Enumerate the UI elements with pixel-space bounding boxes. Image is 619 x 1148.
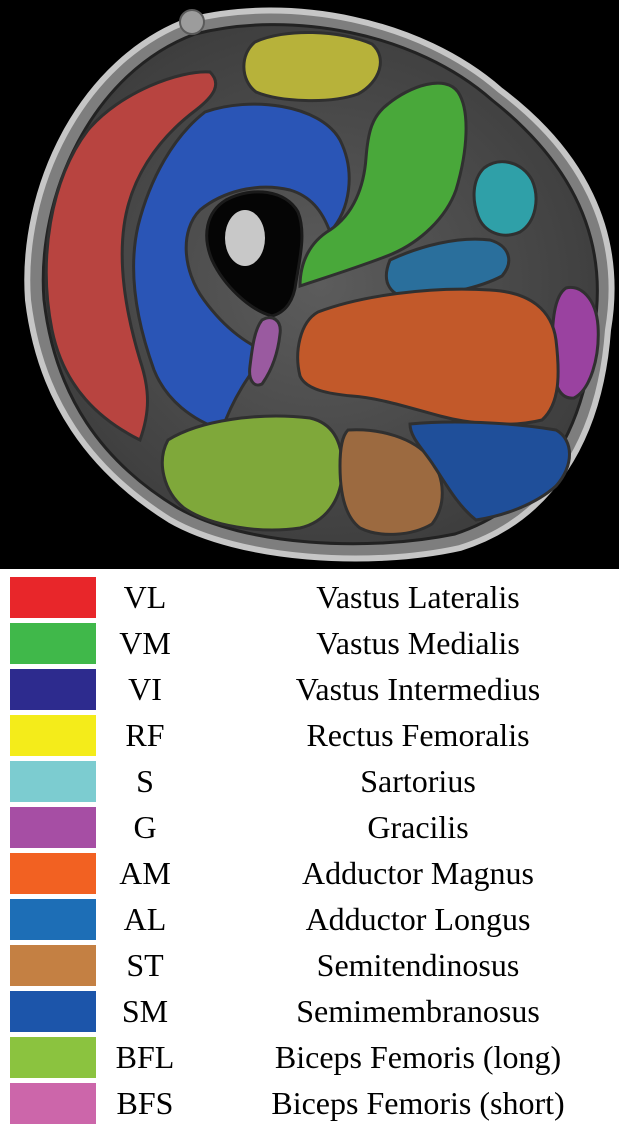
legend-row-vl: VL Vastus Lateralis (0, 574, 619, 620)
color-swatch-sm (10, 991, 98, 1032)
legend-muscle-name: Vastus Medialis (222, 620, 614, 666)
color-swatch-rf (10, 715, 98, 756)
superficial-vessel (180, 10, 204, 34)
legend-muscle-name: Adductor Longus (222, 896, 614, 942)
color-swatch-st (10, 945, 98, 986)
legend-abbreviation: AM (100, 850, 190, 896)
color-swatch-g (10, 807, 98, 848)
color-swatch-bfl (10, 1037, 98, 1078)
color-swatch-am (10, 853, 98, 894)
legend-row-sm: SM Semimembranosus (0, 988, 619, 1034)
muscle-legend: VL Vastus Lateralis VM Vastus Medialis V… (0, 574, 619, 1148)
legend-abbreviation: VM (100, 620, 190, 666)
color-swatch-bfs (10, 1083, 98, 1124)
legend-abbreviation: S (100, 758, 190, 804)
muscle-sartorius (474, 162, 536, 235)
thigh-mri-cross-section (0, 0, 619, 569)
legend-row-am: AM Adductor Magnus (0, 850, 619, 896)
legend-row-al: AL Adductor Longus (0, 896, 619, 942)
color-swatch-vm (10, 623, 98, 664)
legend-row-st: ST Semitendinosus (0, 942, 619, 988)
legend-abbreviation: BFL (100, 1034, 190, 1080)
color-swatch-al (10, 899, 98, 940)
legend-muscle-name: Gracilis (222, 804, 614, 850)
legend-row-g: G Gracilis (0, 804, 619, 850)
mri-segmentation-image (0, 0, 619, 569)
legend-abbreviation: BFS (100, 1080, 190, 1126)
legend-abbreviation: RF (100, 712, 190, 758)
muscle-biceps-femoris-long (162, 416, 342, 530)
legend-muscle-name: Vastus Lateralis (222, 574, 614, 620)
legend-muscle-name: Adductor Magnus (222, 850, 614, 896)
muscle-rectus-femoralis (244, 32, 381, 100)
legend-abbreviation: AL (100, 896, 190, 942)
legend-muscle-name: Rectus Femoralis (222, 712, 614, 758)
legend-row-bfs: BFS Biceps Femoris (short) (0, 1080, 619, 1126)
legend-row-s: S Sartorius (0, 758, 619, 804)
legend-muscle-name: Biceps Femoris (long) (222, 1034, 614, 1080)
legend-abbreviation: VI (100, 666, 190, 712)
color-swatch-vl (10, 577, 98, 618)
legend-muscle-name: Biceps Femoris (short) (222, 1080, 614, 1126)
color-swatch-vi (10, 669, 98, 710)
legend-muscle-name: Semitendinosus (222, 942, 614, 988)
legend-row-bfl: BFL Biceps Femoris (long) (0, 1034, 619, 1080)
legend-muscle-name: Semimembranosus (222, 988, 614, 1034)
legend-muscle-name: Vastus Intermedius (222, 666, 614, 712)
legend-abbreviation: SM (100, 988, 190, 1034)
legend-abbreviation: G (100, 804, 190, 850)
color-swatch-s (10, 761, 98, 802)
legend-row-rf: RF Rectus Femoralis (0, 712, 619, 758)
legend-row-vi: VI Vastus Intermedius (0, 666, 619, 712)
femur-bone (225, 210, 265, 266)
legend-abbreviation: ST (100, 942, 190, 988)
legend-muscle-name: Sartorius (222, 758, 614, 804)
legend-abbreviation: VL (100, 574, 190, 620)
legend-row-vm: VM Vastus Medialis (0, 620, 619, 666)
